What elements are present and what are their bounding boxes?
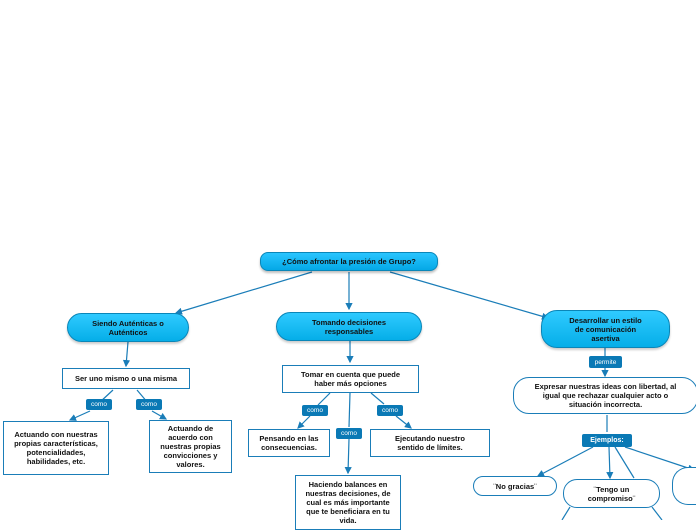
autenticos-leaf-left[interactable]: Actuando con nuestras propias caracterís… (3, 421, 109, 475)
link-root-asertiva (389, 271, 550, 320)
example-no-gracias[interactable]: ¨No gracias¨ (473, 476, 557, 496)
autenticos-leaf-left-label: Actuando con nuestras propias caracterís… (14, 430, 98, 466)
branch-asertiva[interactable]: Desarrollar un estilo de comunicación as… (541, 310, 670, 348)
example-no-gracias-label: ¨No gracias¨ (493, 481, 537, 491)
link-label-permite: permite (589, 356, 622, 368)
decisiones-leaf-left-label: Pensando en las consecuencias. (259, 434, 319, 452)
link-autenticos-sub (122, 341, 131, 368)
autenticos-sub-label: Ser uno mismo o una misma (74, 374, 178, 383)
link-label-como: como (302, 405, 328, 416)
root-topic-label: ¿Cómo afrontar la presión de Grupo? (282, 257, 416, 266)
branch-decisiones[interactable]: Tomando decisiones responsables (276, 312, 422, 341)
link-como-leaf-m (344, 438, 352, 475)
link-como-leaf-right (151, 410, 168, 420)
asertiva-sub-label: Expresar nuestras ideas con libertad, al… (534, 382, 677, 409)
link-sub-como-r (370, 392, 385, 405)
link-sub-como-m (348, 392, 351, 428)
autenticos-sub-topic[interactable]: Ser uno mismo o una misma (62, 368, 190, 389)
link-ejemplos-ex3 (614, 446, 635, 479)
decisiones-sub-topic[interactable]: Tomar en cuenta que puede haber más opci… (282, 365, 419, 393)
link-ejemplos-ex4 (624, 446, 696, 472)
decisiones-leaf-left[interactable]: Pensando en las consecuencias. (248, 429, 330, 457)
link-como-leaf-l (297, 415, 311, 429)
example-tengo-compromiso[interactable]: ¨Tengo un compromiso¨ (563, 479, 660, 508)
autenticos-leaf-right[interactable]: Actuando de acuerdo con nuestras propias… (149, 420, 232, 473)
link-label-como: como (136, 399, 162, 410)
link-ejemplos-ex2 (606, 446, 614, 480)
link-ejemplos-ex1 (536, 446, 594, 477)
decisiones-leaf-right-label: Ejecutando nuestro sentido de límites. (394, 434, 465, 452)
link-ex2-below-left (561, 506, 571, 520)
branch-autenticos-label: Siendo Auténticas o Auténticos (92, 318, 164, 337)
example-tengo-compromiso-label: ¨Tengo un compromiso¨ (587, 484, 636, 503)
link-label-como: como (336, 428, 362, 439)
branch-decisiones-label: Tomando decisiones responsables (311, 317, 387, 336)
root-topic[interactable]: ¿Cómo afrontar la presión de Grupo? (260, 252, 438, 271)
link-label-como: como (377, 405, 403, 416)
link-como-leaf-left (68, 410, 91, 421)
example-partial[interactable] (672, 467, 696, 505)
branch-autenticos[interactable]: Siendo Auténticas o Auténticos (67, 313, 189, 342)
link-label-como: como (86, 399, 112, 410)
decisiones-leaf-mid-label: Haciendo balances en nuestras decisiones… (305, 480, 391, 525)
link-root-autenticos (174, 271, 313, 315)
link-sub-como-l (317, 392, 331, 406)
decisiones-leaf-mid[interactable]: Haciendo balances en nuestras decisiones… (295, 475, 401, 530)
branch-asertiva-label: Desarrollar un estilo de comunicación as… (569, 315, 642, 343)
autenticos-leaf-right-label: Actuando de acuerdo con nuestras propias… (160, 424, 221, 469)
asertiva-sub-topic[interactable]: Expresar nuestras ideas con libertad, al… (513, 377, 696, 414)
decisiones-leaf-right[interactable]: Ejecutando nuestro sentido de límites. (370, 429, 490, 457)
decisiones-sub-label: Tomar en cuenta que puede haber más opci… (300, 370, 401, 388)
link-como-leaf-r (395, 415, 412, 429)
link-ex2-below-right (651, 506, 663, 520)
examples-label: Ejemplos: (582, 434, 632, 447)
